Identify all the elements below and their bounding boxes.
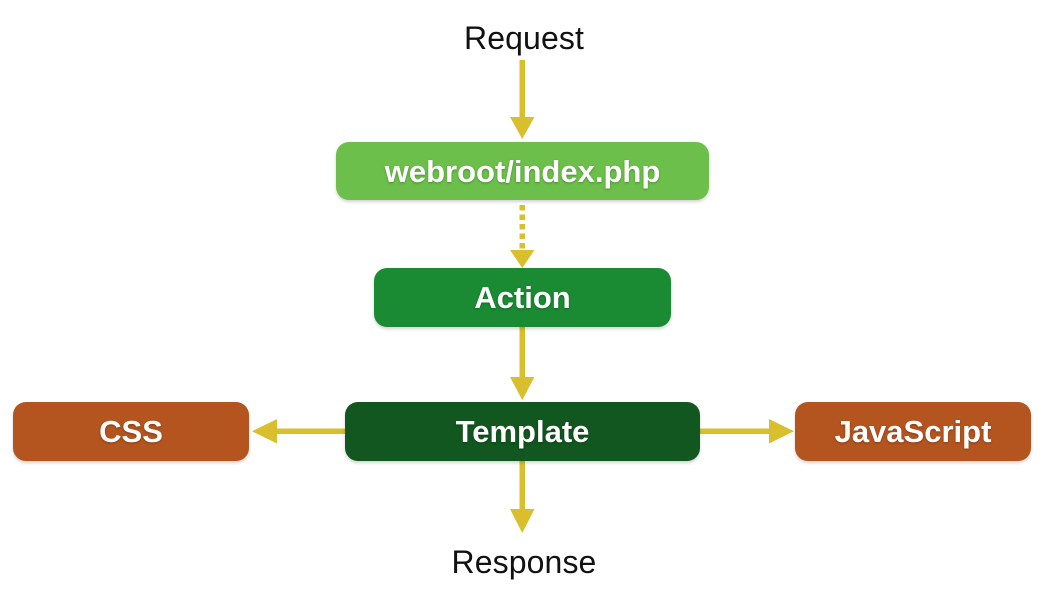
label-response: Response bbox=[451, 544, 597, 580]
node-javascript-label: JavaScript bbox=[834, 414, 992, 449]
connector-index-to-action bbox=[510, 205, 535, 268]
node-webroot-index-php-label: webroot/index.php bbox=[384, 153, 661, 189]
connector-template-to-response bbox=[510, 461, 535, 533]
connector-request-to-index bbox=[510, 60, 535, 139]
node-css[interactable]: CSS bbox=[13, 402, 249, 461]
node-javascript[interactable]: JavaScript bbox=[795, 402, 1031, 461]
connector-template-to-javascript bbox=[699, 419, 794, 444]
node-action-label: Action bbox=[474, 280, 571, 315]
node-template[interactable]: Template bbox=[345, 402, 700, 461]
connector-template-to-css bbox=[252, 419, 347, 444]
node-action[interactable]: Action bbox=[374, 268, 671, 327]
node-webroot-index-php[interactable]: webroot/index.php bbox=[336, 142, 709, 200]
connector-action-to-template bbox=[510, 327, 535, 400]
node-css-label: CSS bbox=[99, 414, 163, 449]
label-request: Request bbox=[464, 20, 584, 56]
node-template-label: Template bbox=[455, 414, 590, 449]
